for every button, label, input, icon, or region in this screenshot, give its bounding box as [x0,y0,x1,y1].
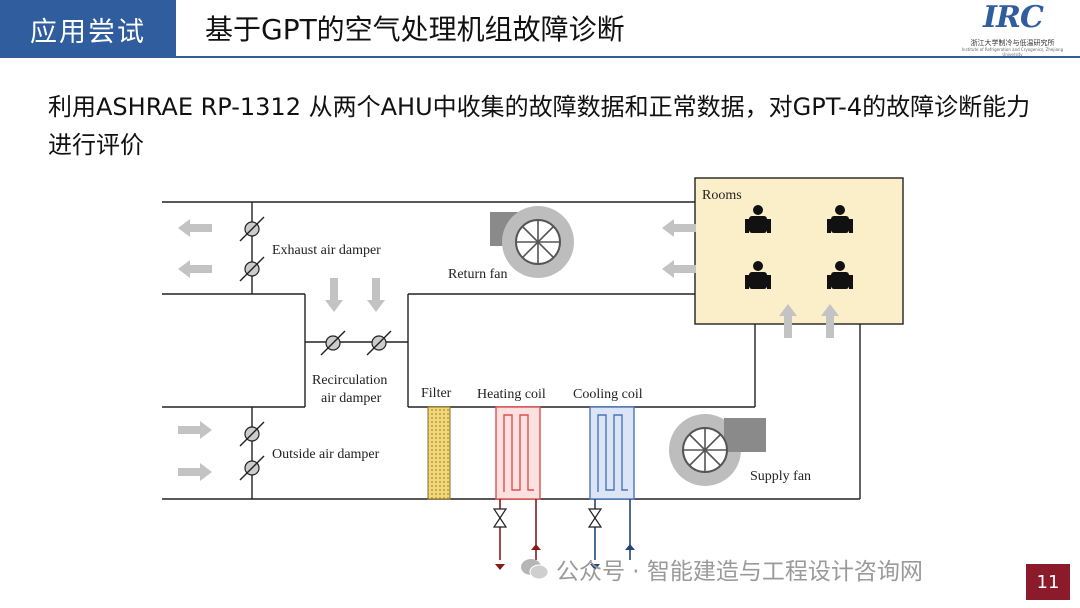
heating-pipes [492,499,541,570]
return-arrow-icon [662,260,696,278]
recirc-damper-label-2: air damper [321,391,382,406]
exhaust-arrow-icon [178,219,212,237]
outside-air-arrow-icon [178,463,212,481]
rooms-label: Rooms [702,188,742,203]
outside-air-arrow-icon [178,421,212,439]
supply-fan-icon [669,414,766,486]
heating-coil-label: Heating coil [477,387,546,402]
outside-damper-label: Outside air damper [272,447,380,462]
heating-coil-element [495,406,541,500]
recirc-arrow-icon [325,278,343,312]
wechat-icon [520,558,550,580]
return-arrow-icon [662,219,696,237]
page-number: 11 [1026,564,1070,600]
return-fan-icon [490,206,574,278]
section-tab: 应用尝试 [0,0,176,58]
logo-mark: IRC [983,0,1044,35]
filter-element [427,406,451,500]
rooms-box [694,177,904,325]
slide-title: 基于GPT的空气处理机组故障诊断 [205,13,625,46]
logo-org-cn: 浙江大学制冷与低温研究所 [970,39,1055,47]
recirc-damper-icon [366,330,392,356]
cooling-coil-element [589,406,635,500]
watermark-text: 公众号 · 智能建造与工程设计咨询网 [556,559,923,585]
header-divider [176,56,1080,58]
cooling-coil-label: Cooling coil [573,387,643,402]
slide-description: 利用ASHRAE RP-1312 从两个AHU中收集的故障数据和正常数据，对GP… [48,93,1031,159]
exhaust-damper-label: Exhaust air damper [272,243,381,258]
recirc-damper-icon [320,330,346,356]
cooling-pipes [587,499,635,570]
irc-logo: IRC 浙江大学制冷与低温研究所 Institute of Refrigerat… [955,0,1070,57]
recirc-arrow-icon [367,278,385,312]
filter-label: Filter [421,386,452,401]
recirc-damper-label-1: Recirculation [312,373,387,388]
exhaust-arrow-icon [178,260,212,278]
return-fan-label: Return fan [448,267,507,282]
supply-fan-label: Supply fan [750,469,811,484]
logo-org-en: Institute of Refrigeration and Cryogenic… [961,47,1064,57]
ahu-diagram: Rooms [162,177,904,570]
watermark: 公众号 · 智能建造与工程设计咨询网 [520,552,923,586]
